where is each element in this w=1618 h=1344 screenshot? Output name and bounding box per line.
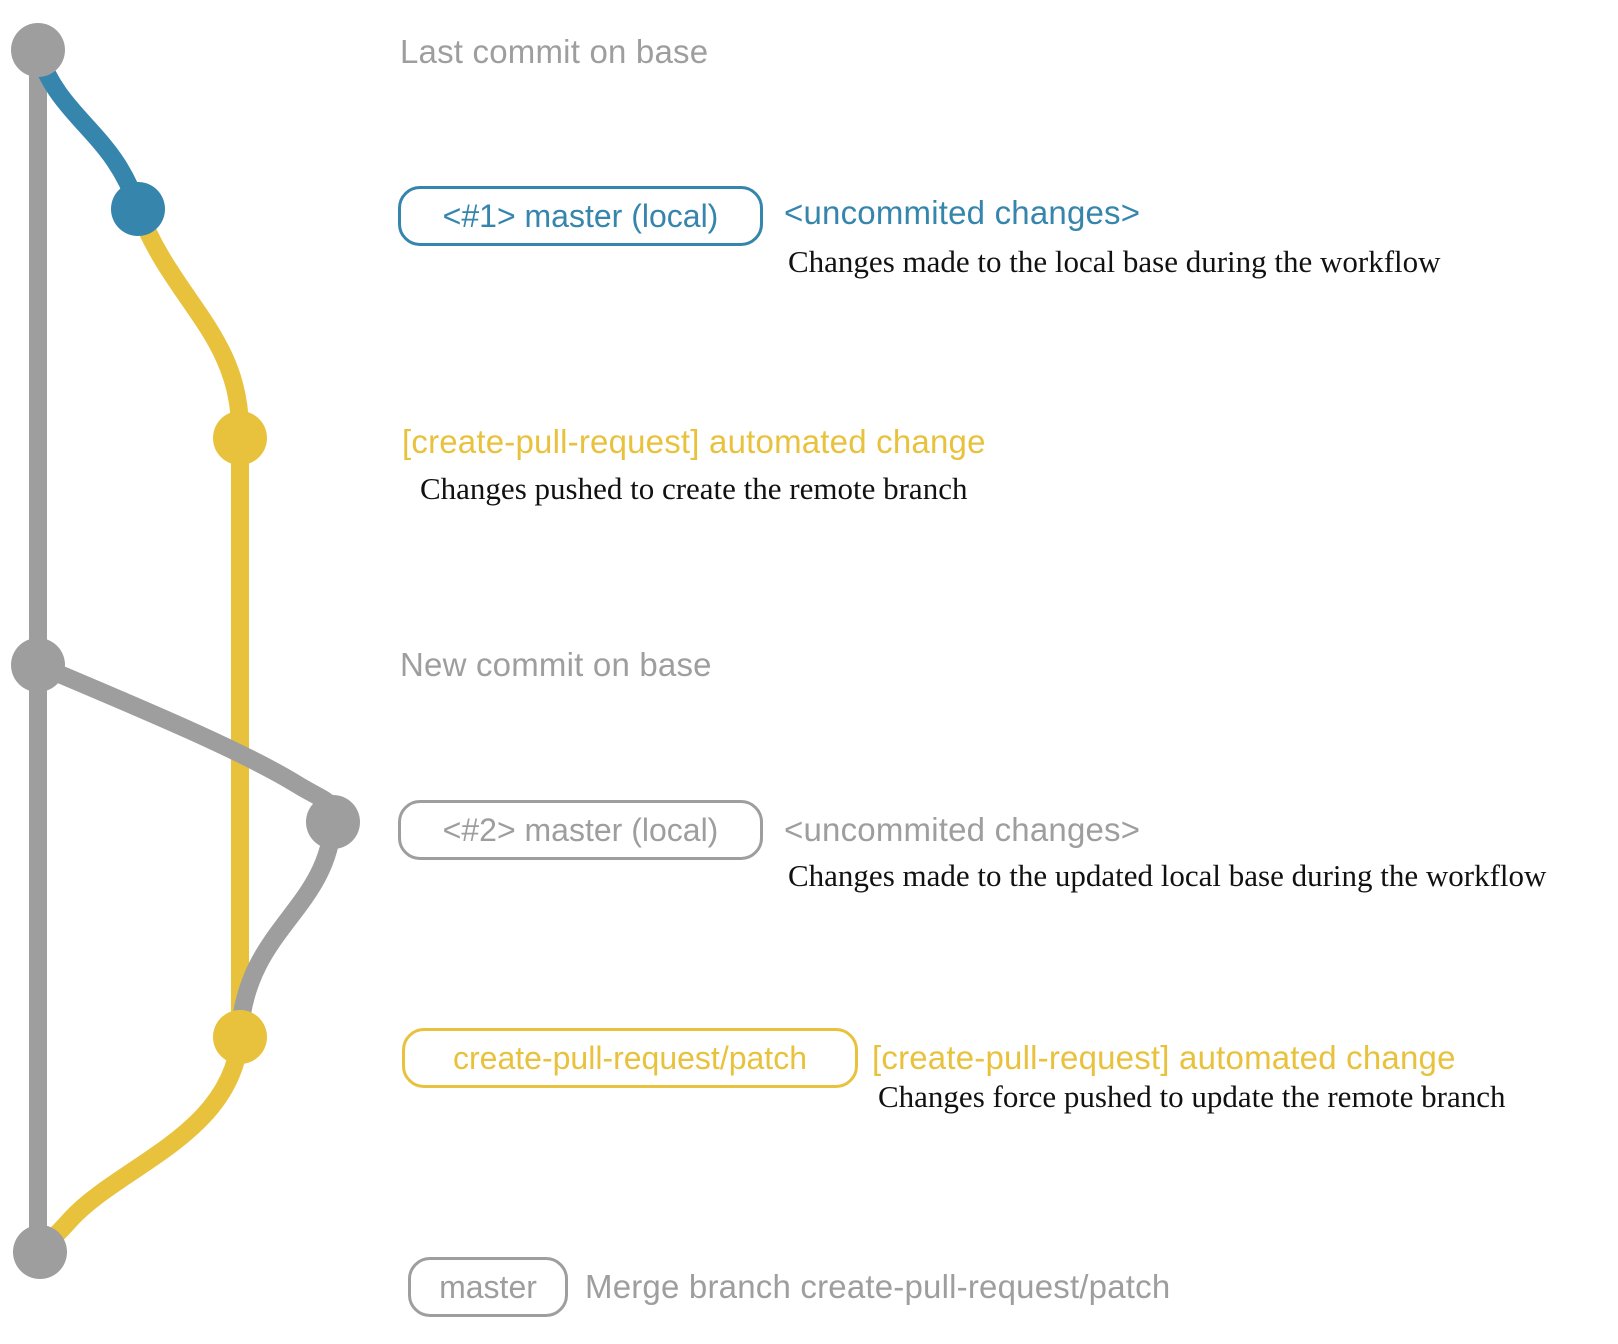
commit-node-patch-1 bbox=[213, 411, 267, 465]
last-commit-label: Last commit on base bbox=[400, 33, 709, 70]
badge-patch-branch: create-pull-request/patch bbox=[402, 1028, 858, 1088]
commit-node-last-base bbox=[11, 23, 65, 77]
uncommited-changes-1: <uncommited changes> bbox=[784, 194, 1141, 231]
push2-label: [create-pull-request] automated change bbox=[872, 1039, 1456, 1076]
commit-node-patch-2 bbox=[213, 1010, 267, 1064]
branch-local-line bbox=[29, 43, 147, 218]
badge-master-local-2-label: <#2> master (local) bbox=[442, 811, 719, 848]
badge-patch-branch-label: create-pull-request/patch bbox=[453, 1039, 807, 1076]
badge-master: master bbox=[408, 1257, 568, 1317]
commit-node-local-1 bbox=[111, 182, 165, 236]
commit-node-merge bbox=[13, 1225, 67, 1279]
commit-node-new-base bbox=[11, 638, 65, 692]
badge-master-local-2: <#2> master (local) bbox=[398, 800, 763, 860]
push2-description: Changes force pushed to update the remot… bbox=[878, 1079, 1506, 1114]
row2-description: Changes made to the updated local base d… bbox=[788, 858, 1547, 893]
commit-node-local-2 bbox=[306, 795, 360, 849]
badge-master-local-1: <#1> master (local) bbox=[398, 186, 763, 246]
badge-master-label: master bbox=[439, 1268, 537, 1305]
branch-base-to-patch-line bbox=[231, 813, 342, 1039]
branch-patch-merge-line bbox=[31, 1028, 249, 1261]
push1-description: Changes pushed to create the remote bran… bbox=[420, 471, 968, 506]
new-commit-label: New commit on base bbox=[400, 646, 712, 683]
row1-description: Changes made to the local base during th… bbox=[788, 244, 1441, 279]
badge-master-local-1-label: <#1> master (local) bbox=[442, 197, 719, 234]
merge-label: Merge branch create-pull-request/patch bbox=[585, 1268, 1171, 1305]
uncommited-changes-2: <uncommited changes> bbox=[784, 811, 1141, 848]
branch-base-update-line bbox=[29, 656, 343, 829]
branch-patch-line bbox=[129, 200, 249, 1046]
push1-label: [create-pull-request] automated change bbox=[402, 423, 986, 460]
